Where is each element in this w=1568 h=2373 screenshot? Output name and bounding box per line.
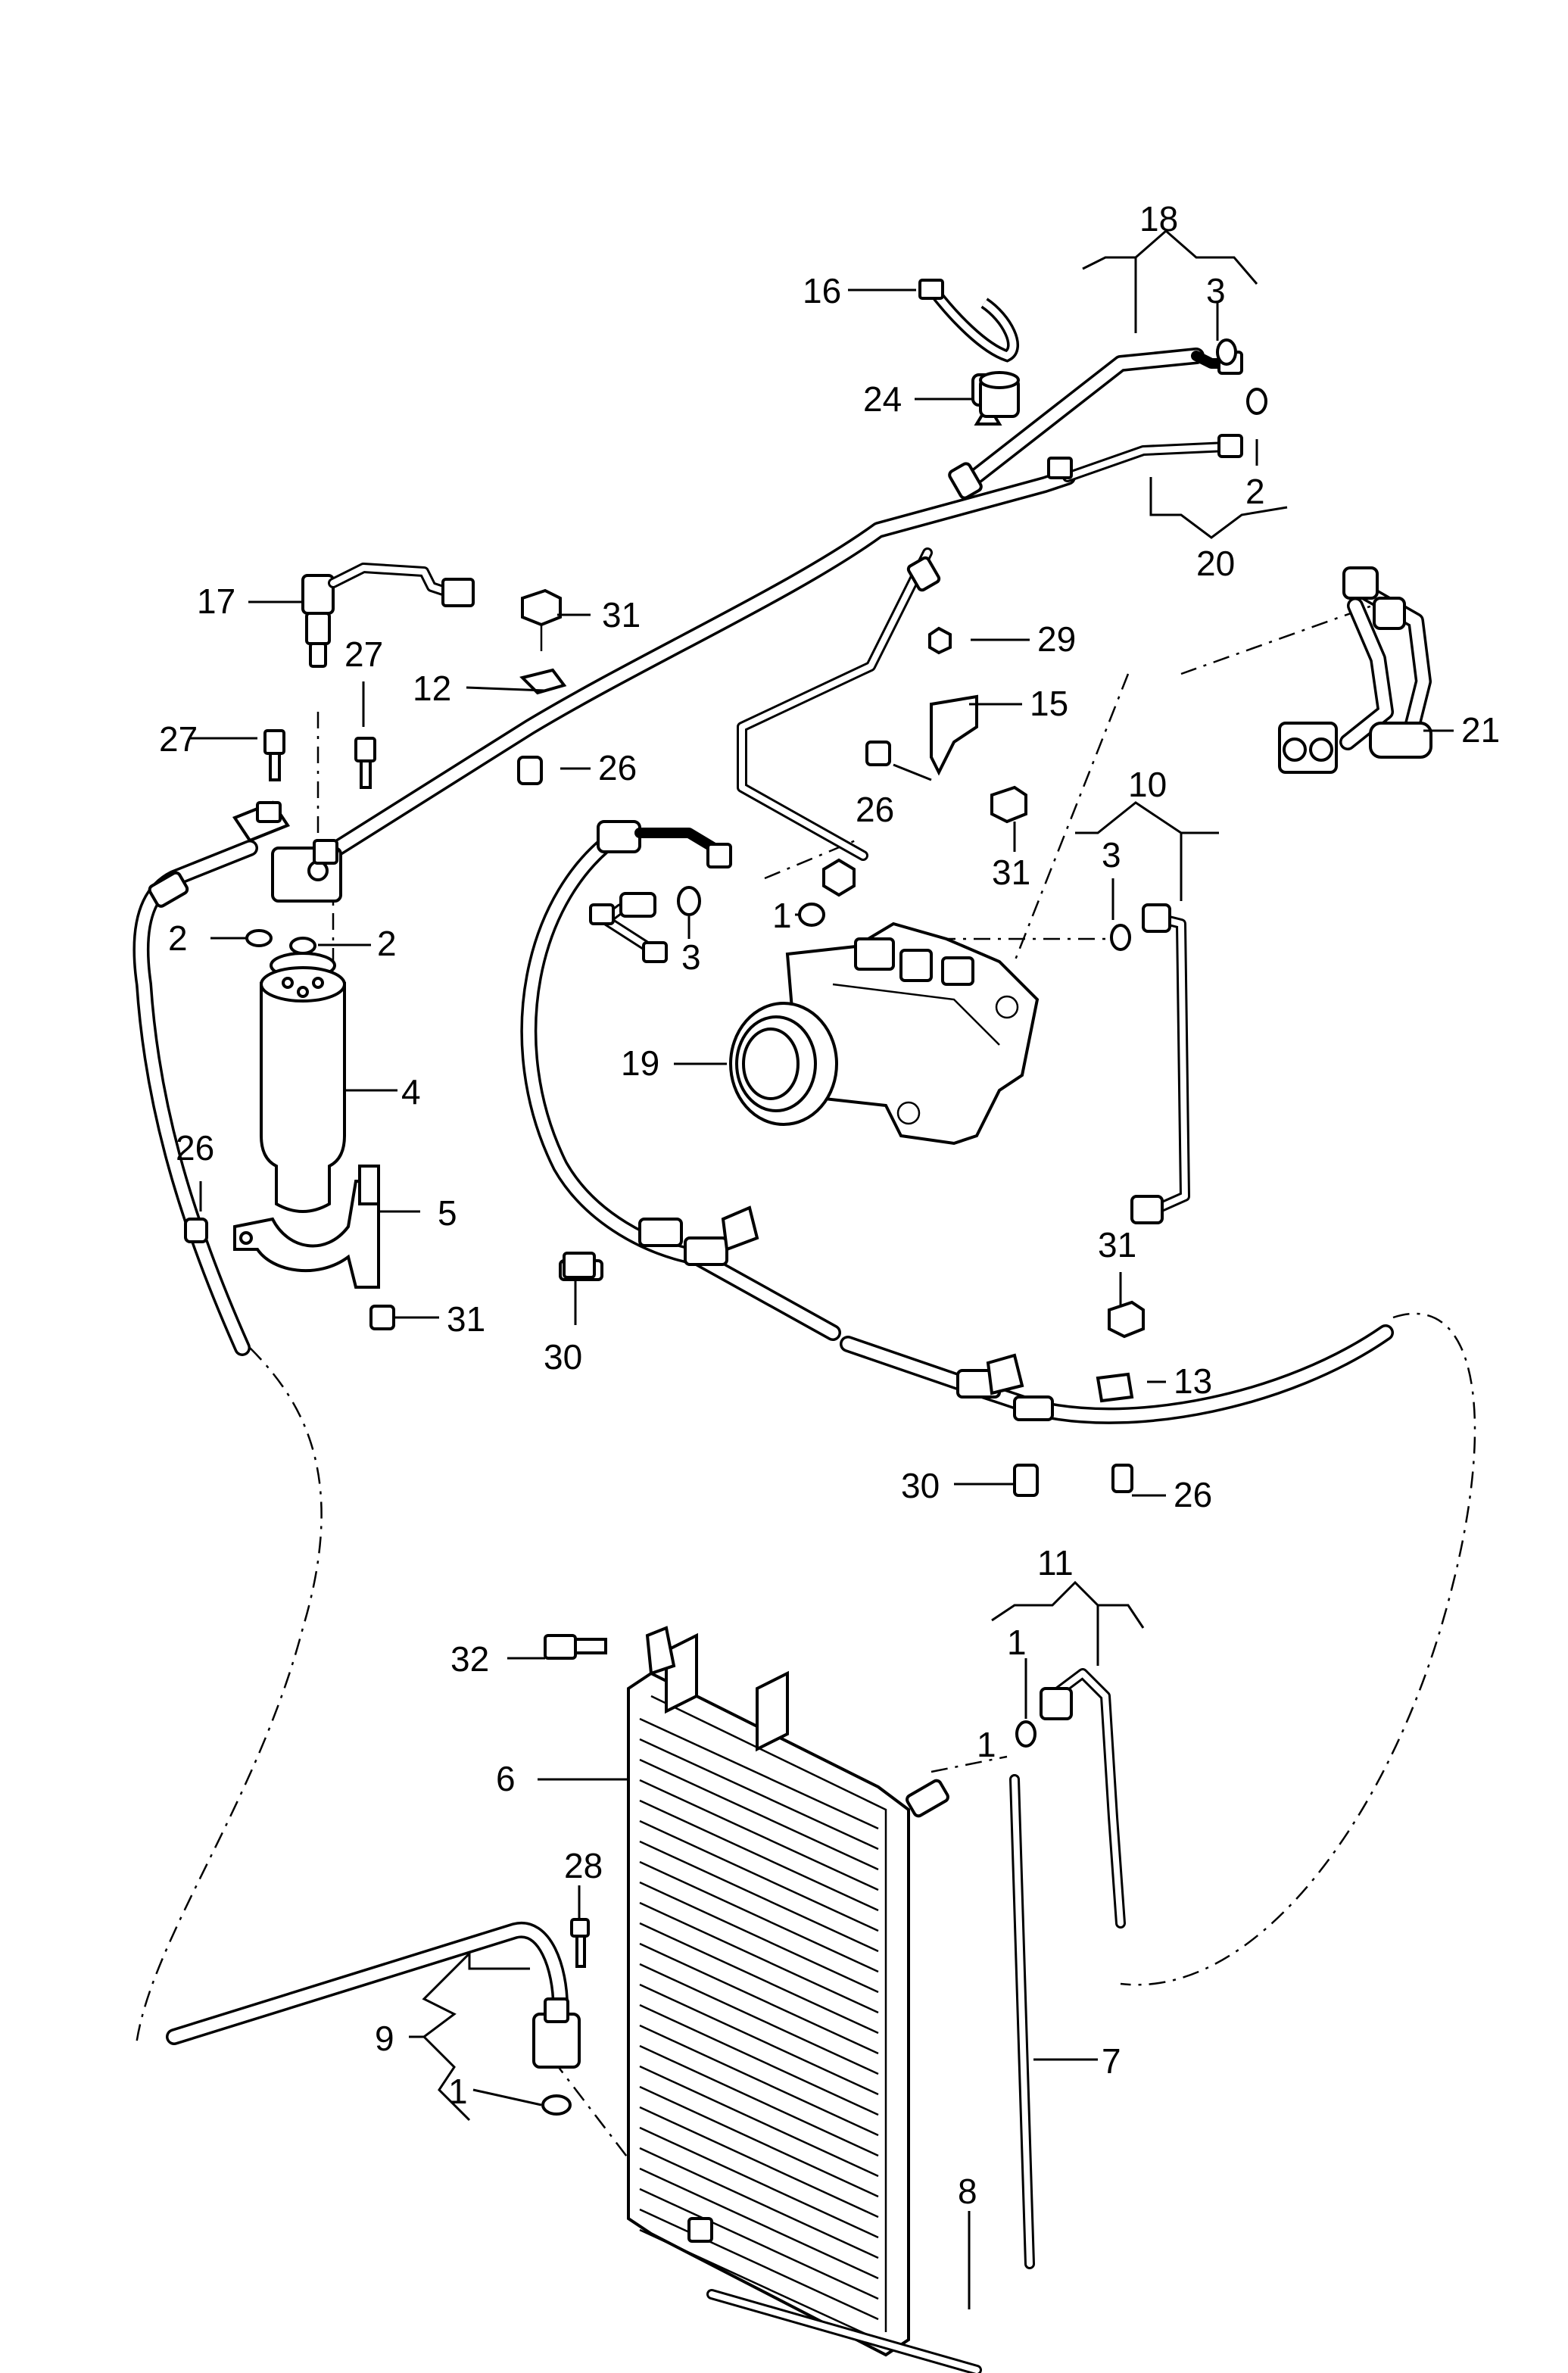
- condenser-tube: [639, 1758, 879, 1871]
- callout-2: 2: [168, 918, 188, 958]
- callout-3: 3: [681, 937, 701, 977]
- callout-26: 26: [856, 790, 894, 829]
- condenser-tube: [639, 1963, 879, 2075]
- condenser-tube: [639, 2228, 879, 2341]
- callout-29: 29: [1037, 619, 1076, 659]
- callout-31: 31: [447, 1299, 485, 1339]
- callout-27: 27: [159, 719, 198, 759]
- drier-bracket: [184, 1165, 395, 1330]
- condenser-tube: [639, 1717, 879, 1830]
- condenser-tube: [639, 2085, 879, 2198]
- callout-2: 2: [1245, 472, 1265, 511]
- ac-compressor: [729, 921, 1040, 1146]
- callout-30: 30: [544, 1337, 582, 1377]
- callout-5: 5: [438, 1193, 457, 1233]
- condenser-tubes: [639, 1717, 879, 2341]
- callout-24: 24: [863, 379, 902, 419]
- callout-28: 28: [564, 1846, 603, 1885]
- condenser-tube: [639, 2065, 879, 2178]
- callout-1: 1: [448, 2072, 468, 2111]
- callout-31: 31: [1098, 1225, 1136, 1264]
- condenser-tube: [639, 1738, 879, 1851]
- condenser-tube: [639, 1922, 879, 2035]
- condenser-tube: [639, 2208, 879, 2321]
- callout-26: 26: [176, 1128, 214, 1168]
- callout-12: 12: [413, 669, 451, 708]
- callout-19: 19: [621, 1043, 659, 1083]
- callout-11: 11: [1037, 1543, 1074, 1583]
- callout-27: 27: [344, 635, 383, 674]
- condenser-tube: [639, 2003, 879, 2116]
- condenser: [627, 1632, 949, 2357]
- compressor-connecting-lines: [589, 892, 1190, 1224]
- callout-18: 18: [1139, 199, 1178, 239]
- suction-hose-main: [317, 348, 1243, 897]
- callout-26: 26: [598, 748, 637, 787]
- condenser-tube: [639, 1799, 879, 1912]
- hose-to-drier: [132, 800, 342, 1356]
- discharge-hose-long: [520, 820, 1394, 1497]
- callout-31: 31: [992, 853, 1030, 892]
- cable-tie: [918, 279, 1020, 363]
- callout-2: 2: [377, 924, 397, 963]
- condenser-tube: [639, 1860, 879, 1973]
- condenser-tube: [639, 1983, 879, 2096]
- callout-21: 21: [1461, 710, 1500, 750]
- condenser-tube: [639, 2024, 879, 2137]
- callout-3: 3: [1102, 835, 1121, 875]
- condenser-bolts: [544, 1252, 676, 1676]
- callout-1: 1: [1007, 1623, 1027, 1662]
- callout-10: 10: [1128, 765, 1167, 804]
- callout-17: 17: [197, 582, 235, 621]
- callout-labels: 18 16 3 24 2 20 17 31 27 12 29 15 21 27 …: [159, 199, 1500, 2211]
- receiver-drier: [260, 952, 346, 1213]
- callout-3: 3: [1206, 271, 1226, 310]
- callout-16: 16: [803, 271, 841, 310]
- pressure-switch: [301, 563, 475, 668]
- bolts-clips: [263, 588, 1027, 824]
- callout-31: 31: [602, 595, 641, 635]
- condenser-tube: [639, 1820, 879, 1932]
- condenser-tube: [639, 1779, 879, 1891]
- callout-32: 32: [450, 1639, 489, 1679]
- condenser-tube: [639, 2147, 879, 2259]
- callout-7: 7: [1102, 2041, 1121, 2081]
- condenser-tube: [639, 2044, 879, 2157]
- callout-1: 1: [772, 896, 792, 935]
- condenser-tube: [639, 2126, 879, 2239]
- callout-30: 30: [901, 1466, 940, 1505]
- callout-8: 8: [958, 2172, 977, 2211]
- condenser-tube: [639, 2187, 879, 2300]
- pressure-line-21: [1278, 566, 1432, 774]
- leader-lines: [189, 229, 1454, 2309]
- condenser-hoses: [166, 1668, 1126, 2373]
- callout-6: 6: [496, 1759, 516, 1798]
- callout-1: 1: [977, 1725, 996, 1764]
- rubber-sleeve: [979, 371, 1020, 418]
- condenser-tube: [639, 1942, 879, 2055]
- callout-9: 9: [375, 2019, 394, 2058]
- callout-13: 13: [1174, 1361, 1212, 1401]
- condenser-tube: [639, 2106, 879, 2219]
- callout-4: 4: [401, 1072, 421, 1112]
- condenser-tube: [639, 1840, 879, 1953]
- callout-26: 26: [1174, 1475, 1212, 1514]
- callout-15: 15: [1030, 684, 1068, 723]
- o-rings: [245, 338, 1267, 2116]
- condenser-tube: [639, 2167, 879, 2280]
- condenser-tube: [639, 1881, 879, 1994]
- callout-20: 20: [1196, 544, 1235, 583]
- condenser-tube: [639, 1901, 879, 2014]
